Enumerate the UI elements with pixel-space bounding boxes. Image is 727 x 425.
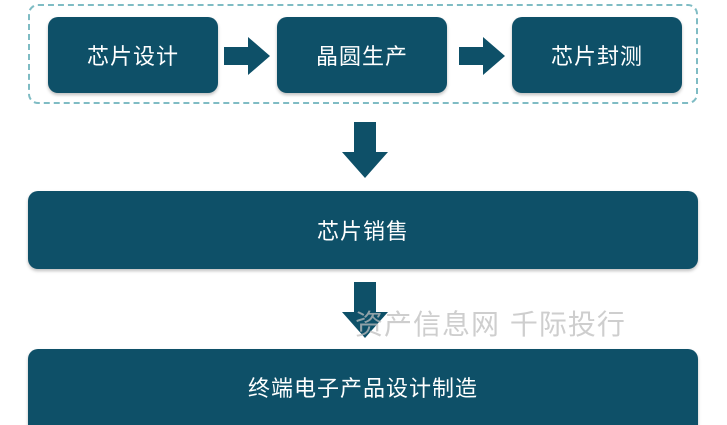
- step-chip-sales: 芯片销售: [28, 191, 698, 269]
- step-chip-design: 芯片设计: [48, 17, 218, 93]
- production-group-border: [28, 4, 698, 104]
- step-chip-packaging-label: 芯片封测: [550, 45, 643, 70]
- down-arrow-icon: [342, 282, 388, 338]
- step-wafer-production: 晶圆生产: [277, 17, 447, 93]
- watermark-text: 资产信息网 千际投行: [355, 308, 626, 341]
- down-arrow-icon: [342, 122, 388, 178]
- step-chip-packaging: 芯片封测: [512, 17, 682, 93]
- step-wafer-production-label: 晶圆生产: [315, 45, 408, 70]
- step-chip-sales-label: 芯片销售: [316, 220, 409, 245]
- right-arrow-icon: [224, 37, 270, 75]
- right-arrow-icon: [459, 37, 505, 75]
- step-terminal-electronics: 终端电子产品设计制造: [28, 349, 698, 425]
- step-chip-design-label: 芯片设计: [86, 45, 179, 70]
- step-terminal-electronics-label: 终端电子产品设计制造: [247, 377, 478, 402]
